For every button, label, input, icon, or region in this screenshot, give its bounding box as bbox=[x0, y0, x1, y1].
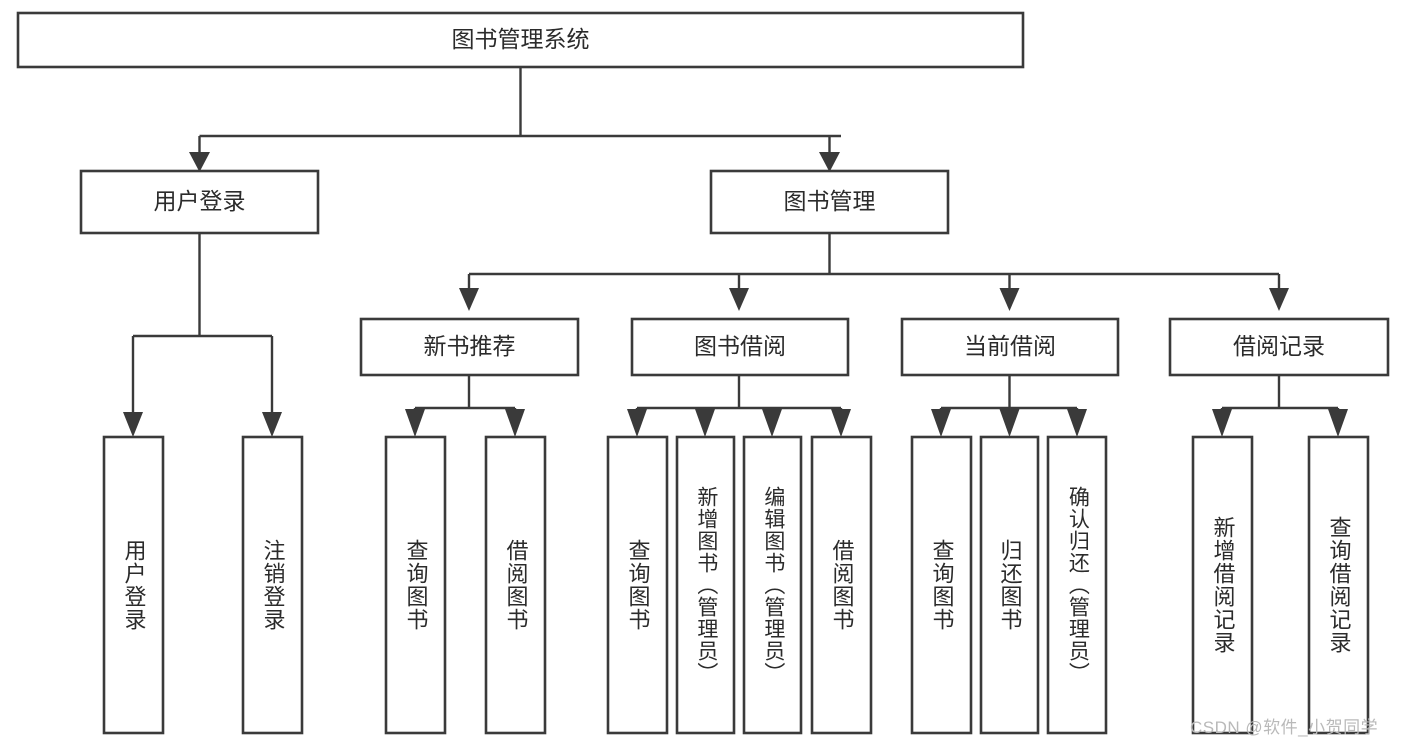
arrow-down-icon bbox=[262, 412, 282, 437]
leaf-box-layer[interactable] bbox=[102, 435, 1370, 735]
arrow-down-icon bbox=[695, 409, 715, 437]
arrow-down-icon bbox=[459, 288, 479, 311]
leaf-box-query-record[interactable] bbox=[1307, 435, 1370, 735]
node-book-manage-label: 图书管理 bbox=[784, 188, 876, 214]
connector-layer bbox=[131, 67, 1340, 424]
connector-bookmanage-bus bbox=[467, 233, 1281, 296]
leaf-box-logout[interactable] bbox=[241, 435, 304, 735]
arrow-down-icon bbox=[1328, 409, 1348, 437]
connector-borrowrecord-bus bbox=[1220, 375, 1340, 424]
connector-userlogin-bus bbox=[131, 233, 274, 424]
arrow-down-icon bbox=[999, 288, 1020, 311]
connector-newbook-bus bbox=[413, 375, 517, 424]
leaf-box-add-book[interactable] bbox=[675, 435, 736, 735]
node-new-book-recommend-label: 新书推荐 bbox=[424, 333, 516, 359]
connector-root-bus bbox=[198, 67, 841, 158]
arrow-down-icon bbox=[627, 409, 647, 437]
node-root-box[interactable] bbox=[16, 11, 1025, 69]
leaf-box-add-record[interactable] bbox=[1191, 435, 1254, 735]
leaf-box-query-book-2[interactable] bbox=[606, 435, 669, 735]
leaf-box-user-login[interactable] bbox=[102, 435, 165, 735]
leaf-box-query-book-1[interactable] bbox=[384, 435, 447, 735]
node-current-borrow-label: 当前借阅 bbox=[964, 333, 1056, 359]
node-book-manage-box[interactable] bbox=[709, 169, 950, 235]
arrow-down-icon bbox=[831, 409, 851, 437]
node-book-manage[interactable]: 图书管理 bbox=[709, 169, 950, 235]
node-book-borrow-label: 图书借阅 bbox=[694, 333, 786, 359]
node-current-borrow[interactable]: 当前借阅 bbox=[900, 317, 1120, 377]
leaf-box-borrow-book-2[interactable] bbox=[810, 435, 873, 735]
arrow-down-icon bbox=[123, 412, 143, 437]
arrow-down-icon bbox=[1212, 409, 1232, 437]
node-user-login-label: 用户登录 bbox=[154, 188, 246, 214]
connector-bookborrow-bus bbox=[635, 375, 843, 424]
arrow-down-icon bbox=[931, 409, 951, 437]
leaf-box-return-book[interactable] bbox=[979, 435, 1040, 735]
node-user-login-box[interactable] bbox=[79, 169, 320, 235]
arrow-down-icon bbox=[999, 409, 1020, 437]
node-borrow-record-label: 借阅记录 bbox=[1233, 333, 1325, 359]
arrow-down-icon bbox=[505, 409, 525, 437]
leaf-box-confirm-return[interactable] bbox=[1046, 435, 1108, 735]
node-borrow-record-box[interactable] bbox=[1168, 317, 1390, 377]
node-book-borrow-box[interactable] bbox=[630, 317, 850, 377]
arrow-down-icon bbox=[762, 409, 782, 437]
leaf-box-borrow-book-1[interactable] bbox=[484, 435, 547, 735]
watermark-text: CSDN @软件_小贺同学 bbox=[1190, 718, 1379, 737]
arrow-down-icon bbox=[1067, 409, 1087, 437]
node-user-login[interactable]: 用户登录 bbox=[79, 169, 320, 235]
arrow-down-icon bbox=[819, 152, 840, 172]
node-book-borrow[interactable]: 图书借阅 bbox=[630, 317, 850, 377]
node-new-book-recommend[interactable]: 新书推荐 bbox=[359, 317, 580, 377]
node-new-book-recommend-box[interactable] bbox=[359, 317, 580, 377]
arrow-down-icon bbox=[405, 409, 425, 437]
node-borrow-record[interactable]: 借阅记录 bbox=[1168, 317, 1390, 377]
leaf-box-query-book-3[interactable] bbox=[910, 435, 973, 735]
node-current-borrow-box[interactable] bbox=[900, 317, 1120, 377]
node-root-label: 图书管理系统 bbox=[452, 26, 590, 52]
arrow-down-icon bbox=[1269, 288, 1289, 311]
arrowhead-layer bbox=[123, 152, 1348, 437]
arrow-down-icon bbox=[189, 152, 210, 172]
arrow-down-icon bbox=[729, 288, 749, 311]
node-root[interactable]: 图书管理系统 bbox=[16, 11, 1025, 69]
leaf-box-edit-book[interactable] bbox=[742, 435, 803, 735]
